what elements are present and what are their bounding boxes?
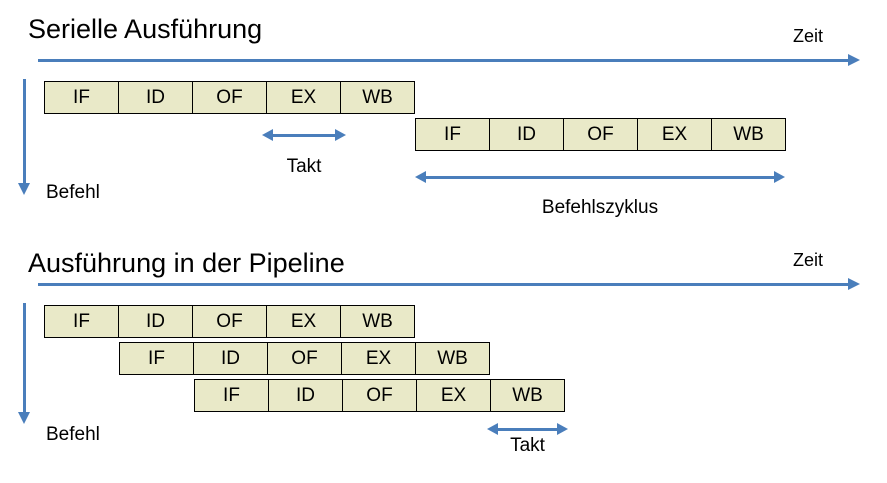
serial-stage-row-1: IF ID OF EX WB	[44, 81, 415, 114]
stage-cell: IF	[44, 81, 119, 114]
stage-cell: WB	[711, 118, 786, 151]
pipeline-time-axis-shaft	[38, 283, 850, 286]
serial-instruction-axis-arrow	[18, 79, 32, 195]
stage-cell: IF	[44, 305, 119, 338]
serial-clock-measure-arrow	[262, 129, 346, 141]
measure-shaft	[424, 175, 776, 179]
pipeline-clock-label: Takt	[510, 435, 545, 456]
arrowhead-left-icon	[262, 129, 273, 141]
stage-cell: ID	[268, 379, 343, 412]
arrowhead-right-icon	[557, 423, 568, 435]
stage-cell: OF	[267, 342, 342, 375]
stage-cell: WB	[340, 305, 415, 338]
pipeline-instruction-axis-arrow	[18, 303, 32, 424]
serial-time-axis-arrowhead-icon	[848, 54, 860, 66]
pipeline-stage-row-3: IF ID OF EX WB	[194, 379, 565, 412]
stage-cell: WB	[490, 379, 565, 412]
stage-cell: OF	[192, 81, 267, 114]
stage-cell: IF	[415, 118, 490, 151]
pipeline-clock-measure-arrow	[487, 423, 568, 435]
pipeline-stage-row-1: IF ID OF EX WB	[44, 305, 415, 338]
stage-cell: EX	[341, 342, 416, 375]
pipeline-time-axis-label: Zeit	[793, 250, 824, 270]
serial-instruction-cycle-label: Befehlszyklus	[541, 197, 659, 218]
stage-cell: IF	[119, 342, 194, 375]
stage-cell: WB	[340, 81, 415, 114]
serial-clock-label: Takt	[286, 156, 322, 177]
stage-cell: EX	[266, 81, 341, 114]
arrowhead-right-icon	[774, 171, 785, 183]
serial-time-axis-label: Zeit	[793, 26, 824, 46]
stage-cell: EX	[637, 118, 712, 151]
stage-cell: OF	[342, 379, 417, 412]
pipeline-instruction-axis-label: Befehl	[46, 424, 100, 445]
pipeline-section-title: Ausführung in der Pipeline	[28, 248, 345, 278]
measure-shaft	[271, 133, 337, 137]
arrowhead-left-icon	[487, 423, 498, 435]
stage-cell: ID	[489, 118, 564, 151]
stage-cell: ID	[118, 81, 193, 114]
serial-time-axis-arrow	[38, 54, 860, 68]
serial-instruction-cycle-measure-arrow	[415, 171, 785, 183]
serial-instruction-axis-arrowhead-icon	[18, 183, 30, 195]
serial-time-axis-shaft	[38, 59, 850, 62]
stage-cell: ID	[193, 342, 268, 375]
serial-instruction-axis-shaft	[23, 79, 26, 185]
measure-shaft	[496, 427, 559, 431]
stage-cell: IF	[194, 379, 269, 412]
stage-cell: EX	[266, 305, 341, 338]
serial-stage-row-2: IF ID OF EX WB	[415, 118, 786, 151]
pipeline-instruction-axis-arrowhead-icon	[18, 412, 30, 424]
stage-cell: ID	[118, 305, 193, 338]
pipeline-stage-row-2: IF ID OF EX WB	[119, 342, 490, 375]
serial-section-title: Serielle Ausführung	[28, 14, 263, 44]
arrowhead-left-icon	[415, 171, 426, 183]
pipeline-instruction-axis-shaft	[23, 303, 26, 414]
pipeline-time-axis-arrow	[38, 278, 860, 292]
stage-cell: EX	[416, 379, 491, 412]
pipeline-time-axis-arrowhead-icon	[848, 278, 860, 290]
arrowhead-right-icon	[335, 129, 346, 141]
stage-cell: WB	[415, 342, 490, 375]
stage-cell: OF	[563, 118, 638, 151]
serial-instruction-axis-label: Befehl	[46, 182, 100, 203]
stage-cell: OF	[192, 305, 267, 338]
